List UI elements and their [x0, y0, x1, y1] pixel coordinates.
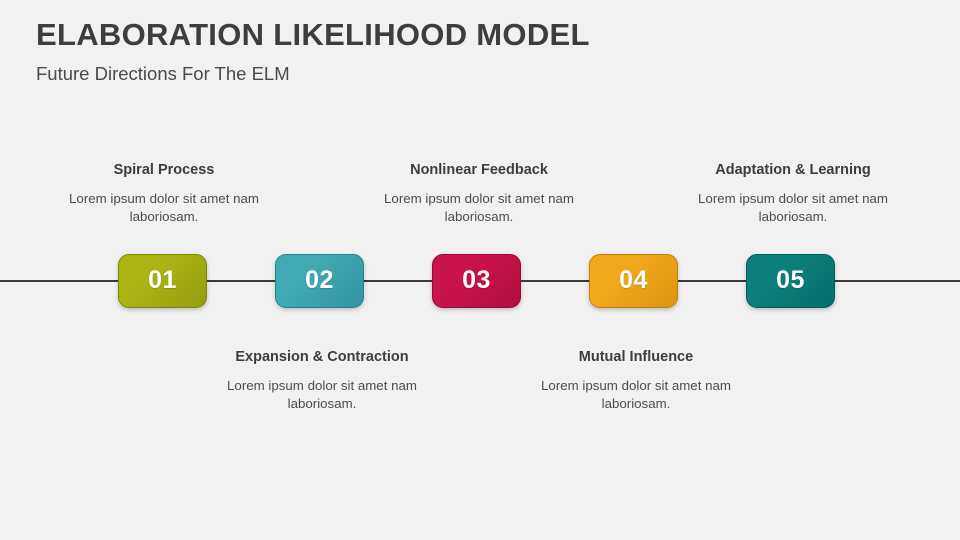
step-caption-04: Mutual Influence Lorem ipsum dolor sit a… — [521, 349, 751, 413]
timeline-node-02[interactable]: 02 — [275, 254, 364, 308]
step-body-05: Lorem ipsum dolor sit amet nam laboriosa… — [698, 191, 888, 225]
slide-header: ELABORATION LIKELIHOOD MODEL Future Dire… — [36, 17, 916, 84]
node-number-05: 05 — [776, 265, 805, 294]
node-number-01: 01 — [148, 265, 177, 294]
timeline-node-05[interactable]: 05 — [746, 254, 835, 308]
step-title-03: Nonlinear Feedback — [410, 162, 548, 178]
step-title-01: Spiral Process — [113, 162, 215, 178]
step-caption-01: Spiral Process Lorem ipsum dolor sit ame… — [49, 162, 279, 226]
page-subtitle: Future Directions For The ELM — [36, 62, 290, 84]
node-number-03: 03 — [462, 265, 491, 294]
timeline-node-03[interactable]: 03 — [432, 254, 521, 308]
timeline-node-04[interactable]: 04 — [589, 254, 678, 308]
step-body-01: Lorem ipsum dolor sit amet nam laboriosa… — [69, 191, 259, 225]
step-body-04: Lorem ipsum dolor sit amet nam laboriosa… — [541, 378, 731, 412]
timeline-node-01[interactable]: 01 — [118, 254, 207, 308]
step-caption-02: Expansion & Contraction Lorem ipsum dolo… — [207, 349, 437, 413]
step-caption-05: Adaptation & Learning Lorem ipsum dolor … — [678, 162, 908, 226]
step-caption-03: Nonlinear Feedback Lorem ipsum dolor sit… — [364, 162, 594, 226]
page-title: ELABORATION LIKELIHOOD MODEL — [36, 17, 590, 52]
step-title-05: Adaptation & Learning — [715, 162, 871, 178]
node-number-02: 02 — [305, 265, 334, 294]
step-title-04: Mutual Influence — [578, 349, 694, 365]
node-number-04: 04 — [619, 265, 648, 294]
step-title-02: Expansion & Contraction — [235, 349, 409, 365]
step-body-03: Lorem ipsum dolor sit amet nam laboriosa… — [384, 191, 574, 225]
step-body-02: Lorem ipsum dolor sit amet nam laboriosa… — [227, 378, 417, 412]
